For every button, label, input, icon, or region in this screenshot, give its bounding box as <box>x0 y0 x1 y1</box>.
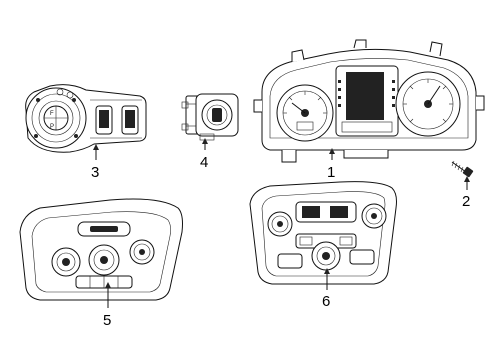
instrument-cluster <box>253 39 485 163</box>
callout-3: 3 <box>91 164 99 181</box>
svg-text:F: F <box>50 111 54 117</box>
callout-labels: 1 2 3 4 5 6 <box>91 154 470 329</box>
leader-lines <box>93 138 470 308</box>
callout-4: 4 <box>200 154 208 171</box>
callout-6: 6 <box>322 293 330 310</box>
screw <box>451 160 474 178</box>
headlamp-switch: F P <box>25 84 147 153</box>
callout-5: 5 <box>103 312 111 329</box>
svg-text:P: P <box>50 124 54 130</box>
callout-2: 2 <box>462 193 470 210</box>
ignition-switch <box>181 93 239 141</box>
climate-control-panel-dual <box>249 181 397 285</box>
climate-control-panel-basic <box>19 198 183 301</box>
callout-1: 1 <box>327 164 335 181</box>
